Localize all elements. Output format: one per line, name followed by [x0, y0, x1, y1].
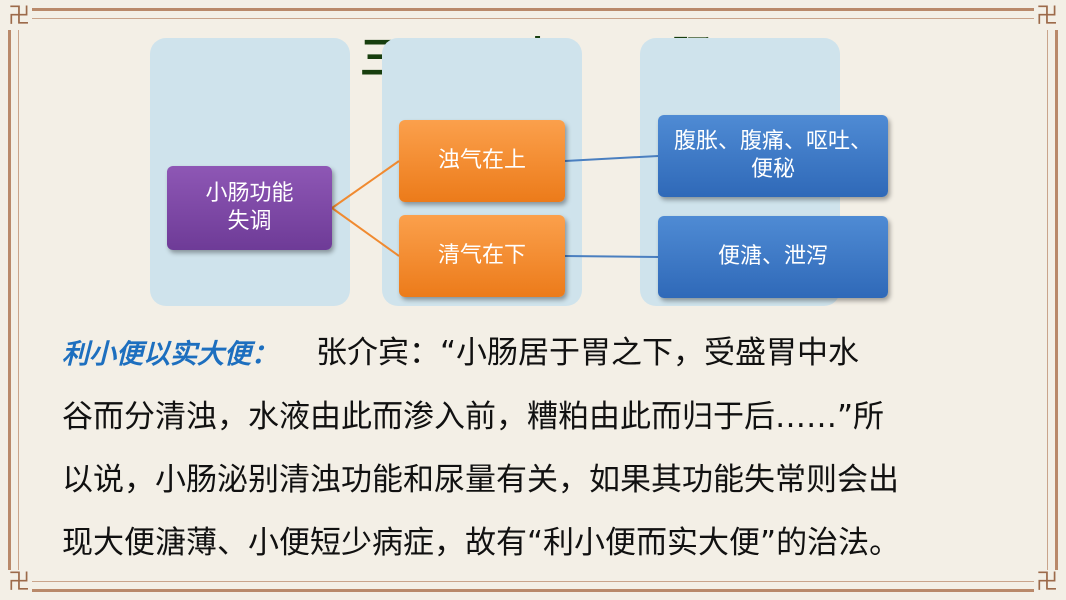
corner-ornament-icon: 卍	[1034, 570, 1060, 596]
node-small-intestine-dysfunction: 小肠功能 失调	[167, 166, 332, 250]
node-label: 小肠功能 失调	[205, 181, 294, 234]
decorative-frame-inner	[18, 18, 1048, 582]
corner-ornament-icon: 卍	[1034, 4, 1060, 30]
paragraph-line-4: 现大便溏薄、小便短少病症，故有“利小便而实大便”的治法。	[62, 525, 901, 561]
connector-root-to-down	[331, 207, 400, 257]
paragraph-lead-heading: 利小便以实大便：	[62, 339, 278, 370]
connector-down-to-result2	[564, 255, 659, 258]
node-label: 浊气在上	[437, 148, 526, 173]
corner-ornament-icon: 卍	[6, 570, 32, 596]
node-result-diarrhea: 便溏、泄泻	[658, 216, 888, 298]
node-label: 腹胀、腹痛、呕吐、 便秘	[673, 129, 872, 182]
paragraph-line-2: 谷而分清浊，水液由此而渗入前，糟粕由此而归于后……”所	[62, 399, 885, 435]
connector-root-to-up	[331, 160, 400, 209]
connector-up-to-result1	[564, 155, 659, 162]
paragraph-line-1: 利小便以实大便： 张介宾：“小肠居于胃之下，受盛胃中水	[62, 322, 1037, 386]
paragraph-line-1-text: 张介宾：“小肠居于胃之下，受盛胃中水	[316, 335, 860, 371]
corner-ornament-icon: 卍	[6, 4, 32, 30]
node-turbid-qi-above: 浊气在上	[399, 120, 565, 202]
paragraph-line-3: 以说，小肠泌别清浊功能和尿量有关，如果其功能失常则会出	[62, 462, 899, 498]
explanation-paragraph: 利小便以实大便： 张介宾：“小肠居于胃之下，受盛胃中水 谷而分清浊，水液由此而渗入…	[62, 322, 1037, 575]
decorative-frame-outer	[8, 8, 1058, 592]
node-clear-qi-below: 清气在下	[399, 215, 565, 297]
node-label: 便溏、泄泻	[717, 244, 828, 269]
node-label: 清气在下	[437, 243, 526, 268]
node-result-abdominal-symptoms: 腹胀、腹痛、呕吐、 便秘	[658, 115, 888, 197]
